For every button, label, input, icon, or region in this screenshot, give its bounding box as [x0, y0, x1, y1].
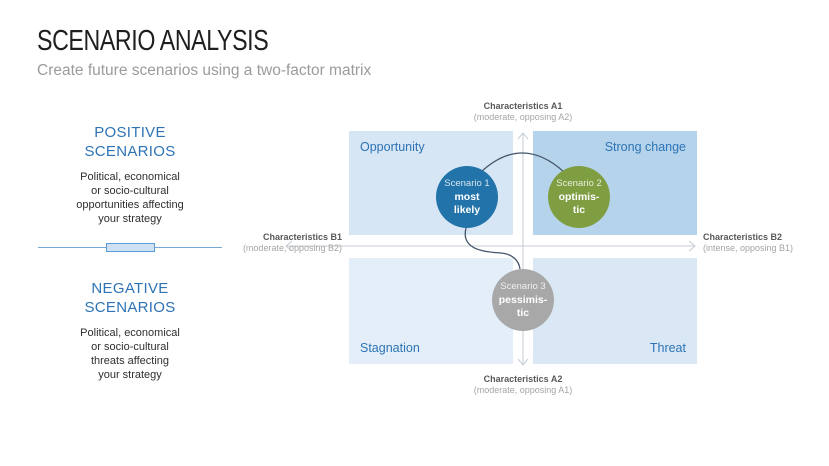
negative-scenarios-description: Political, economical or socio-cultural … [80, 326, 180, 382]
positive-scenarios-block: POSITIVE SCENARIOS Political, economical… [40, 124, 220, 227]
axis-b1-subtitle: (moderate, opposing B2) [242, 242, 342, 253]
page-subtitle: Create future scenarios using a two-fact… [37, 62, 372, 79]
quadrant-stagnation: Stagnation [349, 258, 513, 364]
page-title: SCENARIO ANALYSIS [37, 25, 269, 57]
axis-b2-title: Characteristics B2 [703, 232, 783, 242]
arrow-right-icon [688, 240, 696, 252]
scenario-2-label: optimis- tic [558, 191, 600, 216]
scenario-3-circle: Scenario 3 pessimis- tic [492, 269, 554, 331]
axis-label-a1: Characteristics A1 (moderate, opposing A… [433, 101, 613, 122]
quadrant-opportunity-label: Opportunity [360, 140, 425, 154]
quadrant-stagnation-label: Stagnation [360, 341, 420, 355]
scenario-2-name: Scenario 2 [556, 178, 602, 190]
horizontal-axis-arrow-icon [285, 240, 696, 252]
scenario-1-label: most likely [453, 191, 481, 216]
positive-scenarios-description: Political, economical or socio-cultural … [76, 170, 184, 226]
scenario-2-circle: Scenario 2 optimis- tic [548, 166, 610, 228]
axis-a2-title: Characteristics A2 [483, 374, 563, 384]
scenario-3-name: Scenario 3 [500, 281, 546, 293]
axis-b1-title: Characteristics B1 [262, 232, 342, 242]
axis-a1-subtitle: (moderate, opposing A2) [473, 111, 573, 122]
negative-scenarios-heading: NEGATIVE SCENARIOS [84, 280, 176, 316]
positive-scenarios-heading: POSITIVE SCENARIOS [84, 124, 176, 160]
arrow-up-icon [517, 132, 529, 140]
scenario-1-circle: Scenario 1 most likely [436, 166, 498, 228]
axis-b2-subtitle: (intense, opposing B1) [703, 242, 794, 253]
quadrant-threat-label: Threat [649, 341, 686, 355]
scenario-3-label: pessimis- tic [498, 294, 548, 319]
axis-label-a2: Characteristics A2 (moderate, opposing A… [433, 374, 613, 395]
divider-handle [106, 243, 155, 252]
quadrant-strong-change-label: Strong change [604, 140, 686, 154]
scenario-1-name: Scenario 1 [444, 178, 490, 190]
axis-label-b1: Characteristics B1 (moderate, opposing B… [192, 232, 342, 253]
axis-a1-title: Characteristics A1 [483, 101, 563, 111]
axis-a2-subtitle: (moderate, opposing A1) [473, 384, 573, 395]
negative-scenarios-block: NEGATIVE SCENARIOS Political, economical… [40, 280, 220, 383]
arrow-down-icon [517, 358, 529, 366]
axis-label-b2: Characteristics B2 (intense, opposing B1… [703, 232, 829, 253]
quadrant-threat: Threat [533, 258, 697, 364]
